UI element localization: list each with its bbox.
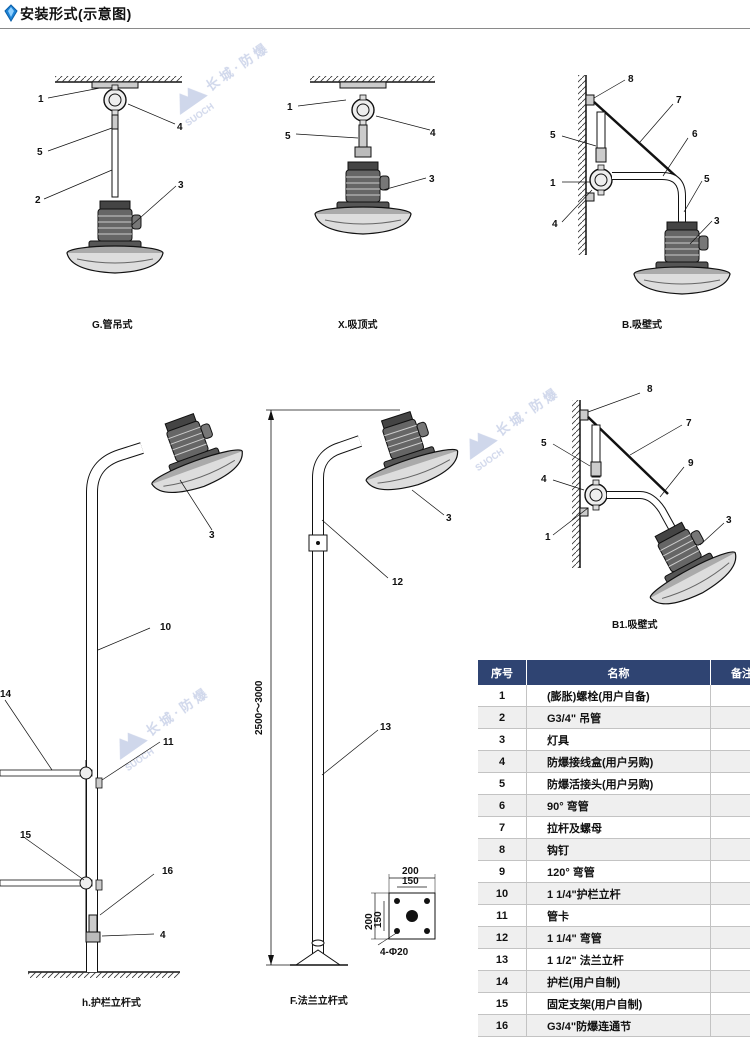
col-header-remark: 备注 xyxy=(711,660,750,685)
svg-text:3: 3 xyxy=(178,180,184,191)
flange-height-150: 150 xyxy=(373,911,384,928)
svg-text:4: 4 xyxy=(430,128,436,139)
svg-text:3: 3 xyxy=(726,515,732,526)
svg-text:12: 12 xyxy=(392,577,404,588)
svg-text:4: 4 xyxy=(160,930,166,941)
svg-text:1: 1 xyxy=(38,94,44,105)
caption-h: h.护栏立杆式 xyxy=(82,996,141,1009)
svg-text:6: 6 xyxy=(692,129,698,140)
svg-text:1: 1 xyxy=(550,178,556,189)
svg-text:3: 3 xyxy=(209,530,215,541)
caption-b1: B1.吸壁式 xyxy=(612,618,658,631)
caption-f: F.法兰立杆式 xyxy=(290,994,348,1007)
figure-f-flange-pole: 2500～3000 F.法兰立杆式 200 150 200 xyxy=(254,401,464,1007)
svg-text:10: 10 xyxy=(160,622,172,633)
svg-text:5: 5 xyxy=(550,130,556,141)
col-header-name: 名称 xyxy=(527,660,711,685)
svg-text:14: 14 xyxy=(0,689,12,700)
svg-text:2: 2 xyxy=(35,195,41,206)
flange-holes: 4-Φ20 xyxy=(380,947,409,958)
watermark-text: 长 城 · 防 爆 xyxy=(203,41,270,94)
svg-text:4: 4 xyxy=(177,122,183,133)
figure-b1-wall-mount: B1.吸壁式 8 7 9 5 4 3 1 xyxy=(541,384,745,631)
caption-x: X.吸顶式 xyxy=(338,318,377,331)
svg-text:7: 7 xyxy=(686,418,692,429)
watermark-text: 长 城 · 防 爆 xyxy=(143,686,210,739)
svg-text:4: 4 xyxy=(552,219,558,230)
svg-text:3: 3 xyxy=(429,174,435,185)
figure-g-pipe-pendant: G.管吊式 1 4 5 2 3 xyxy=(35,76,184,331)
caption-b: B.吸壁式 xyxy=(622,318,662,331)
svg-text:7: 7 xyxy=(676,95,682,106)
svg-text:8: 8 xyxy=(647,384,653,395)
svg-text:5: 5 xyxy=(704,174,710,185)
figure-x-ceiling-mount: X.吸顶式 1 4 5 3 xyxy=(285,76,436,331)
svg-text:3: 3 xyxy=(714,216,720,227)
caption-g: G.管吊式 xyxy=(92,318,133,331)
svg-text:3: 3 xyxy=(446,513,452,524)
figure-b-wall-mount: B.吸壁式 8 7 6 5 1 5 4 3 xyxy=(550,74,730,331)
flange-plan-view: 200 150 200 150 4-Φ20 xyxy=(364,866,435,958)
table-header-row: 序号 名称 备注 xyxy=(478,660,750,685)
svg-text:8: 8 xyxy=(628,74,634,85)
svg-text:4: 4 xyxy=(541,474,547,485)
figure-h-railing-pole: h.护栏立杆式 3 10 14 11 15 16 4 xyxy=(0,402,249,1009)
svg-text:15: 15 xyxy=(20,830,32,841)
svg-text:1: 1 xyxy=(287,102,293,113)
svg-text:5: 5 xyxy=(37,147,43,158)
svg-text:9: 9 xyxy=(688,458,694,469)
svg-text:13: 13 xyxy=(380,722,392,733)
svg-text:11: 11 xyxy=(163,737,174,748)
svg-text:16: 16 xyxy=(162,866,174,877)
col-header-number: 序号 xyxy=(478,660,527,685)
watermark-text: 长 城 · 防 爆 xyxy=(493,386,560,439)
height-dimension: 2500～3000 xyxy=(254,680,265,735)
svg-text:5: 5 xyxy=(285,131,291,142)
flange-width-150: 150 xyxy=(402,876,419,887)
table-row: 1(膨胀)螺栓(用户自备) xyxy=(478,685,750,707)
svg-text:5: 5 xyxy=(541,438,547,449)
svg-text:1: 1 xyxy=(545,532,551,543)
